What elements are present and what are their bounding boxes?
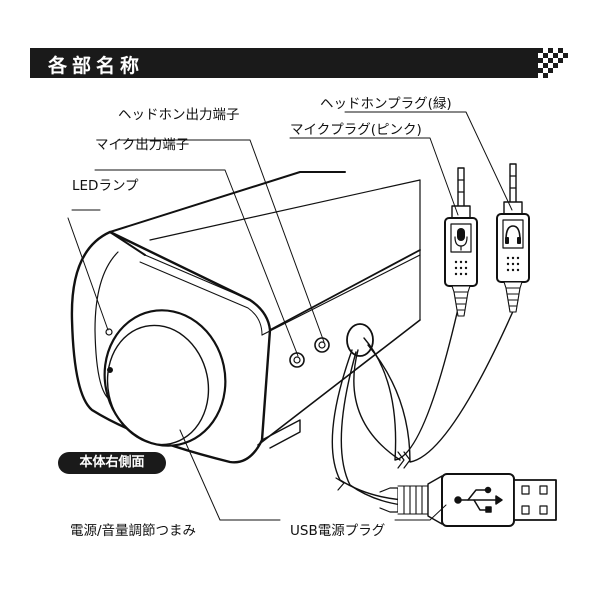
headphone-icon	[505, 225, 521, 244]
speaker-body	[70, 171, 421, 464]
power-volume-knob[interactable]	[92, 299, 238, 457]
microphone-icon	[454, 228, 468, 251]
headphone-output-jack	[314, 337, 330, 353]
body-side-badge: 本体右側面	[58, 452, 166, 474]
section-header: 各部名称	[30, 48, 572, 78]
mic-output-jack	[289, 352, 305, 368]
usb-icon	[454, 486, 503, 513]
mic-plug	[444, 167, 478, 317]
label-mic-output: マイク出力端子	[95, 137, 190, 153]
label-headphone-output: ヘッドホン出力端子	[118, 107, 240, 123]
cable-grommet	[346, 323, 374, 357]
cables	[331, 299, 519, 508]
label-usb-plug: USB電源プラグ	[290, 523, 386, 539]
headphone-plug	[496, 163, 530, 313]
led-lamp	[105, 328, 113, 336]
label-mic-plug: マイクプラグ(ピンク)	[290, 122, 422, 138]
label-power-volume: 電源/音量調節つまみ	[70, 523, 197, 539]
checkered-flag-icon	[538, 48, 572, 78]
section-title: 各部名称	[48, 55, 145, 77]
leader-lines	[67, 111, 513, 521]
label-led: LEDランプ	[72, 178, 139, 194]
label-headphone-plug: ヘッドホンプラグ(緑)	[320, 96, 452, 112]
usb-plug	[379, 473, 557, 527]
